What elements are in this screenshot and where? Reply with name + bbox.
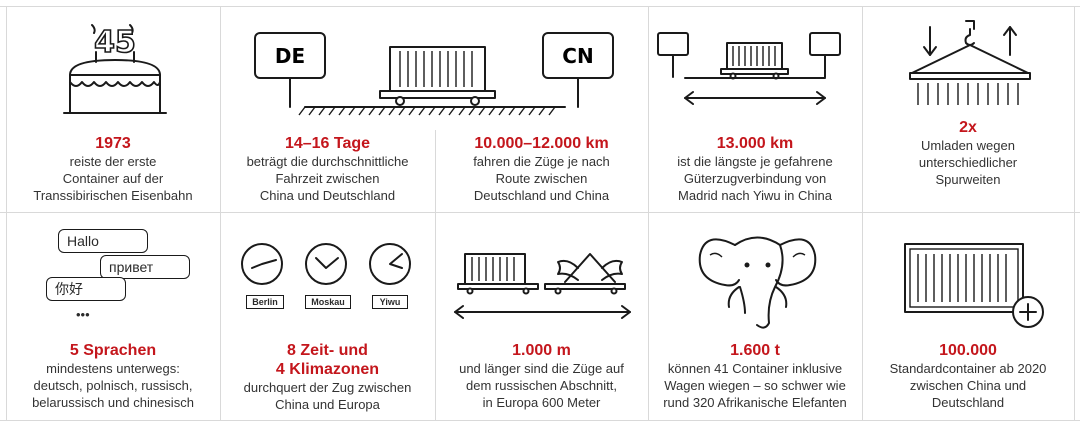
- col-divider-2b: [435, 212, 436, 420]
- container-plus-icon: [904, 243, 1044, 328]
- stat-value: 13.000 km: [716, 135, 794, 152]
- stat-desc-line: Container auf der: [62, 171, 164, 186]
- stat-desc-line: Spurweiten: [935, 172, 1001, 187]
- bottom-border: [0, 420, 1080, 421]
- train-between-signs-icon: DE CN: [254, 32, 614, 116]
- stat-desc-line: Güterzugverbindung von: [683, 171, 827, 186]
- clocks-icon: [241, 243, 411, 285]
- stat-desc-line: fahren die Züge je nach: [473, 154, 610, 169]
- stat-cell-zones: 8 Zeit- und 4 Klimazonen durchquert der …: [220, 341, 435, 413]
- stat-cell-length: 1.000 m und länger sind die Züge auf dem…: [435, 341, 648, 411]
- stat-desc-line: Wagen wiegen – so schwer wie: [664, 378, 846, 393]
- stat-cell-days: 14–16 Tage beträgt die durchschnittliche…: [220, 134, 435, 204]
- stat-value: 1.000 m: [512, 342, 571, 359]
- stat-desc-line: dem russischen Abschnitt,: [465, 378, 618, 393]
- row-divider: [0, 212, 1080, 213]
- stat-desc-line: deutsch, polnisch, russisch,: [33, 378, 193, 393]
- stat-desc-line: Deutschland und China: [473, 188, 610, 203]
- stat-desc-line: belarussisch und chinesisch: [32, 395, 194, 410]
- stat-cell-containers: 100.000 Standardcontainer ab 2020 zwisch…: [862, 341, 1074, 411]
- stat-cell-distance: 10.000–12.000 km fahren die Züge je nach…: [435, 134, 648, 204]
- stat-desc-line: Umladen wegen: [921, 138, 1015, 153]
- stat-cell-reloading: 2x Umladen wegen unterschiedlicher Spurw…: [862, 118, 1074, 188]
- left-border: [6, 6, 7, 420]
- crane-container-icon: [909, 20, 1031, 105]
- stat-value: 8 Zeit- und: [287, 342, 368, 359]
- speech-bubbles-icon: Hallo привет 你好 •••: [40, 225, 200, 325]
- stat-cell-languages: 5 Sprachen mindestens unterwegs: deutsch…: [6, 341, 220, 411]
- long-route-train-icon: [657, 32, 841, 105]
- stat-desc-line: ist die längste je gefahrene: [677, 154, 833, 169]
- stat-desc-line: Standardcontainer ab 2020: [889, 361, 1047, 376]
- col-divider-3: [648, 6, 649, 420]
- stat-value: 10.000–12.000 km: [474, 135, 609, 152]
- stat-desc-line: China und Deutschland: [259, 188, 396, 203]
- top-border: [0, 6, 1080, 7]
- stat-desc-line: in Europa 600 Meter: [482, 395, 601, 410]
- stat-desc-line: zwischen China und: [909, 378, 1027, 393]
- right-border: [1074, 6, 1075, 420]
- stat-desc-line: mindestens unterwegs:: [46, 361, 180, 376]
- clock-label-moskau: Moskau: [305, 295, 351, 309]
- col-divider-4: [862, 6, 863, 420]
- stat-cell-1973: 1973 reiste der erste Container auf der …: [6, 134, 220, 204]
- stat-desc-line: reiste der erste: [69, 154, 157, 169]
- col-divider-1: [220, 6, 221, 420]
- stat-value: 1973: [95, 135, 131, 152]
- clock-label-yiwu: Yiwu: [372, 295, 408, 309]
- stat-cell-longest: 13.000 km ist die längste je gefahrene G…: [648, 134, 862, 204]
- bubble-privet: привет: [100, 255, 190, 279]
- stat-value: 1.600 t: [730, 342, 780, 359]
- bubble-hallo: Hallo: [58, 229, 148, 253]
- stat-value: 4 Klimazonen: [275, 361, 380, 378]
- stat-desc-line: Deutschland: [931, 395, 1005, 410]
- stat-desc-line: und länger sind die Züge auf: [459, 361, 624, 376]
- sign-cn: CN: [562, 44, 593, 68]
- stat-cell-weight: 1.600 t können 41 Container inklusive Wa…: [648, 341, 862, 411]
- stat-desc-line: Fahrzeit zwischen: [275, 171, 380, 186]
- train-with-flags-icon: [454, 253, 631, 319]
- clock-label-berlin: Berlin: [246, 295, 284, 309]
- stat-value: 14–16 Tage: [284, 135, 371, 152]
- stat-desc-line: Route zwischen: [495, 171, 588, 186]
- col-divider-2: [435, 130, 436, 212]
- cake-number: 45: [94, 25, 136, 60]
- sign-de: DE: [275, 44, 305, 68]
- stat-desc-line: können 41 Container inklusive: [667, 361, 843, 376]
- elephant-icon: [698, 236, 817, 329]
- stat-desc-line: Transsibirischen Eisenbahn: [33, 188, 193, 203]
- ellipsis-dots: •••: [76, 307, 90, 322]
- stat-desc-line: China und Europa: [275, 397, 380, 412]
- stat-desc-line: unterschiedlicher: [918, 155, 1018, 170]
- stat-value: 2x: [959, 119, 977, 136]
- stat-value: 100.000: [939, 342, 997, 359]
- stat-desc-line: rund 320 Afrikanische Elefanten: [663, 395, 847, 410]
- birthday-cake-icon: 45: [63, 24, 167, 114]
- stat-desc-line: Madrid nach Yiwu in China: [678, 188, 832, 203]
- stat-value: 5 Sprachen: [69, 342, 157, 359]
- bubble-nihao: 你好: [46, 277, 126, 301]
- stat-desc-line: beträgt die durchschnittliche: [246, 154, 409, 169]
- stat-desc-line: durchquert der Zug zwischen: [243, 380, 412, 395]
